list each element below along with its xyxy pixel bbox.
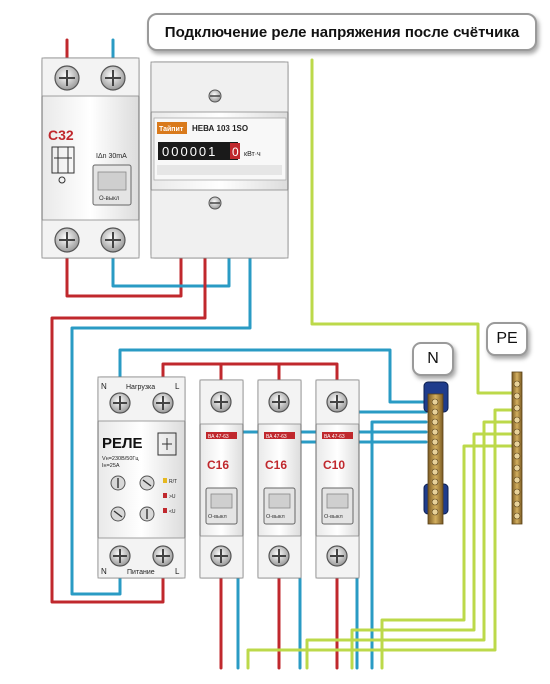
breaker-2-model: ВА 47-63 — [266, 434, 287, 440]
screw-icon — [208, 196, 222, 210]
breaker-1: ВА 47-63 C16 O-выкл — [199, 379, 244, 579]
screw-icon — [109, 545, 131, 567]
breaker-3-toggle-label: O-выкл — [324, 514, 343, 520]
screw-icon — [100, 227, 126, 253]
relay-led-1: R/T — [169, 479, 177, 485]
diagram-title: Подключение реле напряжения после счётчи… — [147, 13, 537, 51]
neutral-wire-out-2 — [370, 420, 428, 670]
relay-bottom-l: L — [175, 567, 180, 576]
relay-spec-2: Iн=25А — [102, 463, 120, 469]
screw-icon — [326, 391, 348, 413]
relay-name: РЕЛЕ — [102, 435, 143, 452]
terminal-screws — [431, 398, 439, 516]
phase-wire-meter-relay — [50, 250, 207, 604]
relay-top-label: Нагрузка — [126, 384, 155, 391]
earth-wire-main — [310, 58, 514, 395]
breaker-1-toggle-label: O-выкл — [208, 514, 227, 520]
earth-wire-out-3 — [350, 432, 514, 670]
screw-icon — [54, 65, 80, 91]
breaker-2-toggle-label: O-выкл — [266, 514, 285, 520]
relay-coil-icon — [157, 432, 177, 456]
earth-wire-out-1 — [246, 408, 514, 670]
relay-led-2: >U — [169, 494, 176, 500]
relay-knob-1[interactable] — [110, 475, 126, 491]
screw-icon — [268, 545, 290, 567]
phase-wire-rcd-meter — [65, 248, 183, 298]
screw-icon — [109, 392, 131, 414]
breaker-3-rating: C10 — [323, 458, 345, 472]
neutral-tag: N — [412, 342, 454, 376]
energy-meter: Тайпит НЕВА 103 1SO 000001 0 кВт·ч — [150, 61, 289, 259]
screw-icon — [326, 545, 348, 567]
relay-bottom-n: N — [101, 567, 107, 576]
relay-top-n: N — [101, 382, 107, 391]
rcd-leakage: IΔn 30mA — [96, 153, 127, 160]
meter-brand-logo — [157, 122, 187, 134]
screw-icon — [152, 392, 174, 414]
screw-icon — [210, 391, 232, 413]
meter-unit: кВт·ч — [244, 151, 261, 158]
meter-brand: Тайпит — [159, 125, 184, 133]
neutral-wire-relay-bus — [118, 348, 428, 404]
relay-knob-4[interactable] — [139, 506, 155, 522]
rcd-toggle-label: O-выкл — [99, 196, 120, 202]
earth-bus — [511, 371, 523, 525]
led-indicator-icon — [163, 478, 167, 483]
earth-tag: PE — [486, 322, 528, 356]
breaker-2: ВА 47-63 C16 O-выкл — [257, 379, 302, 579]
screw-icon — [208, 89, 222, 103]
terminal-screws — [513, 380, 521, 520]
rcd-schematic-icon — [51, 146, 75, 184]
led-indicator-icon — [163, 493, 167, 498]
relay-knob-3[interactable] — [110, 506, 126, 522]
meter-digits: 000001 — [162, 144, 217, 159]
phase-wire-relay-breakers — [161, 362, 339, 394]
relay-knob-2[interactable] — [139, 475, 155, 491]
rcd-rating: C32 — [48, 127, 74, 143]
earth-wire-out-4 — [380, 444, 514, 670]
breaker-1-rating: C16 — [207, 458, 229, 472]
rcd-device: C32 IΔn 30mA O-выкл — [41, 57, 140, 259]
screw-icon — [268, 391, 290, 413]
meter-decimal: 0 — [232, 145, 239, 159]
breaker-2-rating: C16 — [265, 458, 287, 472]
breaker-3-model: ВА 47-63 — [324, 434, 345, 440]
breaker-1-model: ВА 47-63 — [208, 434, 229, 440]
breaker-3: ВА 47-63 C10 O-выкл — [315, 379, 360, 579]
screw-icon — [210, 545, 232, 567]
neutral-bus — [423, 381, 449, 525]
neutral-wire-meter-relay — [70, 250, 252, 596]
earth-wire-out-2 — [305, 420, 514, 670]
screw-icon — [152, 545, 174, 567]
relay-spec-1: Vн=230В/50Гц — [102, 456, 139, 462]
screw-icon — [100, 65, 126, 91]
relay-led-3: <U — [169, 509, 176, 515]
meter-display — [158, 142, 238, 160]
relay-top-l: L — [175, 382, 180, 391]
screw-icon — [54, 227, 80, 253]
led-indicator-icon — [163, 508, 167, 513]
neutral-wire-rcd-meter — [111, 248, 231, 288]
meter-model: НЕВА 103 1SO — [192, 124, 248, 133]
relay-bottom-label: Питание — [127, 569, 155, 576]
voltage-relay: N Нагрузка L РЕЛЕ Vн=230В/50Гц Iн=25А — [97, 376, 186, 579]
